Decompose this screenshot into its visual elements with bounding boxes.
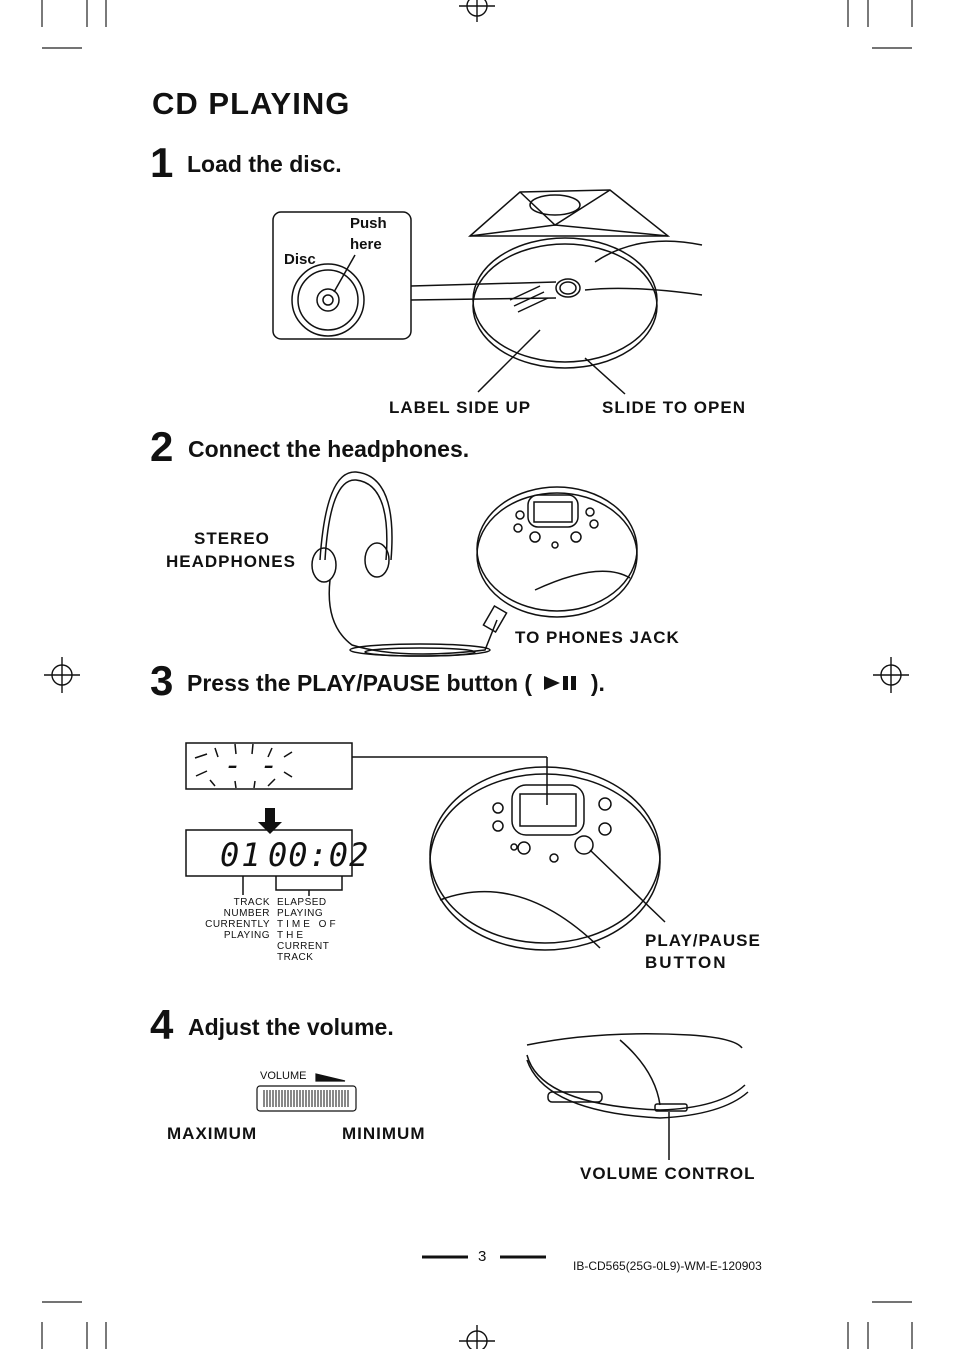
step-3-heading-close: ). [591,670,605,696]
elapsed-caption-line: TIME OF THE [277,919,367,941]
play-pause-icon [542,674,580,692]
track-number-caption: TRACK NUMBER CURRENTLY PLAYING [186,897,270,941]
minimum-caption: MINIMUM [342,1124,425,1144]
play-pause-button-caption: PLAY/PAUSE [645,931,761,951]
maximum-caption: MAXIMUM [167,1124,257,1144]
callout-push-label: Push [350,215,387,232]
headphones-caption: HEADPHONES [166,552,296,572]
track-caption-line: TRACK NUMBER [186,897,270,919]
lcd-track-readout: 01 [220,836,263,874]
cd-player-open-illustration [273,190,702,394]
step-3-heading-text: Press the PLAY/PAUSE button ( [187,670,532,696]
page-title: CD PLAYING [152,86,350,122]
step-2-heading: Connect the headphones. [188,436,469,463]
track-caption-line: PLAYING [186,930,270,941]
volume-wheel-caption: VOLUME [260,1070,306,1082]
slide-to-open-caption: SLIDE TO OPEN [602,398,746,418]
label-side-up-caption: LABEL SIDE UP [389,398,531,418]
volume-control-caption: VOLUME CONTROL [580,1164,756,1184]
step-3-number: 3 [150,660,173,702]
cd-player-side-illustration [527,1034,748,1160]
step-4-heading: Adjust the volume. [188,1014,394,1041]
document-code: IB-CD565(25G-0L9)-WM-E-120903 [573,1259,762,1273]
step-1-number: 1 [150,142,173,184]
button-caption: BUTTON [645,953,728,973]
elapsed-time-caption: ELAPSED PLAYING TIME OF THE CURRENT TRAC… [277,897,367,963]
lcd-time-readout: 00:02 [268,836,369,874]
callout-disc-label: Disc [284,251,316,268]
lcd-blink-readout: - - [224,748,278,783]
cd-player-closed-illustration [477,487,637,617]
cd-player-front-illustration [430,767,665,950]
phones-jack-caption: TO PHONES JACK [515,628,680,648]
step-4-number: 4 [150,1004,173,1046]
track-caption-line: CURRENTLY [186,919,270,930]
elapsed-caption-line: CURRENT TRACK [277,941,367,963]
stereo-caption: STEREO [194,529,270,549]
step-2-number: 2 [150,426,173,468]
page-number: 3 [478,1248,486,1265]
callout-here-label: here [350,236,382,253]
step-3-heading: Press the PLAY/PAUSE button ( ). [187,670,605,697]
volume-wheel-ridges [264,1090,348,1107]
step-1-heading: Load the disc. [187,151,342,178]
elapsed-caption-line: ELAPSED PLAYING [277,897,367,919]
